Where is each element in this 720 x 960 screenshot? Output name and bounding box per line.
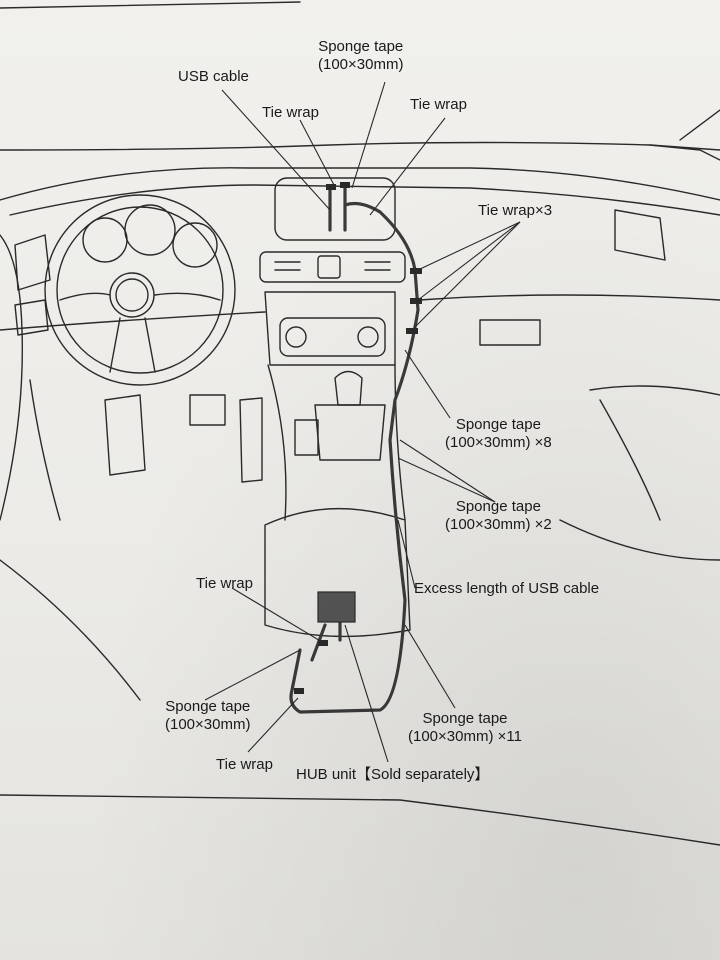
pedal-center [189,394,226,426]
leader-sponge-x11 [404,624,456,709]
label-sponge-tape-left: Sponge tape (100×30mm) [165,698,251,733]
tie-wrap-marker-2 [340,182,350,188]
leader-tie-wrap-bottom [247,697,299,753]
tie-wrap-marker-1 [326,184,336,190]
leader-tie-wrap-top-right [369,117,446,216]
pedal-right [239,397,263,483]
hub-unit [317,591,356,623]
gear-boot [314,404,386,461]
tie-wrap-marker-4 [410,298,422,304]
console-cups [294,419,319,456]
right-dash-lower [419,294,720,301]
windshield-right-edge [679,109,720,141]
right-door [589,385,720,521]
gauge-right [172,222,218,268]
steering-spoke-bottom [109,317,156,373]
dashboard-mid [9,184,720,216]
steering-wheel-inner [56,206,224,374]
leader-tie-wrap-left [231,587,323,643]
usb-cable-mirror [328,186,382,232]
label-tie-wrap-bottom: Tie wrap [216,756,273,773]
label-sponge-tape-x2: Sponge tape (100×30mm) ×2 [445,498,552,533]
armrest [264,507,411,638]
pedal-left [104,394,146,476]
rear-view-mirror [274,177,396,241]
leader-tie-wrap-x3-c [411,221,521,331]
steering-wheel-outer [44,194,236,386]
tie-wrap-marker-3 [410,268,422,274]
leader-tie-wrap-x3-a [417,221,521,271]
label-usb-cable: USB cable [178,68,249,85]
climate-controls [279,317,386,357]
footwell-left [29,379,61,521]
leader-hub [344,624,389,763]
left-door [0,234,23,521]
page-rule-left [0,794,401,801]
tunnel-left [267,364,287,521]
steering-spoke-left [59,292,111,301]
right-vent [614,209,666,261]
leader-sponge-top [351,81,386,189]
leader-sponge-x2-b [397,457,496,503]
center-vent-slats [274,261,391,271]
leader-sponge-x8 [404,349,451,419]
page-rule-right [399,799,720,846]
windshield-right-pillar [649,144,720,161]
climate-knob-left [285,326,307,348]
gauge-center [124,204,176,256]
tie-wrap-marker-5 [406,328,418,334]
label-excess-length: Excess length of USB cable [414,580,600,597]
climate-knob-right [357,326,379,348]
leader-tie-wrap-top-left [299,119,335,186]
leader-sponge-x2-a [399,439,496,503]
label-tie-wrap-left: Tie wrap [196,575,253,592]
windshield-top-line [0,1,301,9]
driver-seat [0,559,141,701]
label-hub-unit: HUB unit【Sold separately】 [296,766,490,783]
left-door-switch [14,299,49,336]
leader-excess [397,519,416,589]
dashboard-top [0,167,720,201]
steering-wheel-hub-inner [115,278,149,312]
tunnel-right [394,364,406,521]
dash-lower-left [0,311,266,331]
leader-sponge-left [204,649,301,701]
tie-wrap-marker-7 [294,688,304,694]
left-vent [14,234,51,291]
gauge-left [82,217,128,263]
center-panel [264,291,396,366]
leader-tie-wrap-x3-b [417,221,521,301]
hazard-switch [317,255,341,279]
leader-usb-cable [221,89,331,211]
glovebox [479,319,541,346]
label-tie-wrap-top-right: Tie wrap [410,96,467,113]
tie-wrap-marker-6 [318,640,328,646]
gear-knob [334,370,363,406]
label-tie-wrap-x3: Tie wrap×3 [478,202,553,219]
label-tie-wrap-top-left: Tie wrap [262,104,319,121]
label-sponge-tape-x11: Sponge tape (100×30mm) ×11 [408,710,522,745]
steering-spoke-right [154,292,221,301]
label-sponge-tape-top: Sponge tape (100×30mm) [318,38,404,73]
passenger-seat [559,519,720,561]
windshield-left-line [0,141,720,151]
center-vent [259,251,406,283]
label-sponge-tape-x8: Sponge tape (100×30mm) ×8 [445,416,552,451]
